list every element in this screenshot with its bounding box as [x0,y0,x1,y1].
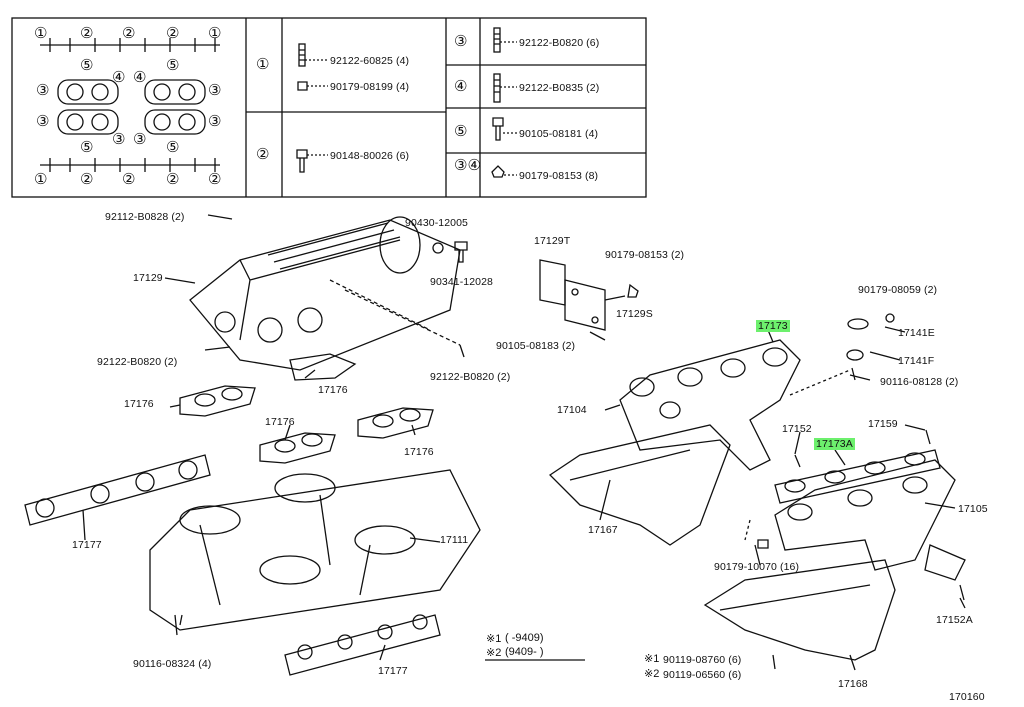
part-label-90105-08183[interactable]: 90105-08183 (2) [496,340,576,352]
legend-callout-2: ② [166,171,180,188]
part-label-17111[interactable]: 17111 [440,534,469,546]
footnote-mark-2: ※2 [486,647,502,659]
legend-callout-1: ① [208,25,222,42]
legend-key-1: ① [256,56,270,73]
part-label-17177[interactable]: 17177 [378,665,408,677]
legend-callout-5: ⑤ [80,139,94,156]
legend-callout-3: ③ [208,113,222,130]
legend-part: 92122-B0820 (6) [519,37,600,49]
legend-part: 90148-80026 (6) [330,150,410,162]
legend-callout-3: ③ [112,131,126,148]
legend-callout-1: ① [34,171,48,188]
legend-part: 92122-B0835 (2) [519,82,600,94]
part-label-17129S[interactable]: 17129S [616,308,653,320]
part-label-17168[interactable]: 17168 [838,678,868,690]
part-label-17104[interactable]: 17104 [557,404,587,416]
part-label-17105[interactable]: 17105 [958,503,988,515]
part-label-90179-08153[interactable]: 90179-08153 (2) [605,249,685,261]
footnote-range-1: ( -9409) [505,632,544,644]
part-label-90116-08128[interactable]: 90116-08128 (2) [880,376,959,388]
legend-callout-4: ④ [133,69,147,86]
part-label-92122-B0820[interactable]: 92122-B0820 (2) [97,356,178,368]
part-label-90179-10070[interactable]: 90179-10070 (16) [714,561,800,573]
legend-callout-3: ③ [208,82,222,99]
part-label-17152A[interactable]: 17152A [936,614,973,626]
legend-callout-2: ② [80,25,94,42]
legend-key-2: ② [256,146,270,163]
legend-callout-2: ② [166,25,180,42]
legend-callout-2: ② [122,171,136,188]
part-label-17176[interactable]: 17176 [318,384,348,396]
legend-key-5: ⑤ [454,123,468,140]
legend-part: 90179-08153 (8) [519,170,599,182]
part-label-90116-08324[interactable]: 90116-08324 (4) [133,658,212,670]
part-label-92122-B0820[interactable]: 92122-B0820 (2) [430,371,511,383]
legend-key-3: ③ [454,33,468,50]
footnote-ref-1: ※1 [644,653,660,665]
legend-part: 90179-08199 (4) [330,81,410,93]
part-label-17176[interactable]: 17176 [265,416,295,428]
legend-callout-2: ② [122,25,136,42]
legend-key-3-4: ③④ [454,157,481,174]
part-label-90119-08760[interactable]: 90119-08760 (6) [663,654,742,666]
footnote-ref-2: ※2 [644,668,660,680]
part-label-90119-06560[interactable]: 90119-06560 (6) [663,669,742,681]
part-label-17152[interactable]: 17152 [782,423,812,435]
part-label-90341-12028[interactable]: 90341-12028 [430,276,493,288]
part-label-17129[interactable]: 17129 [133,272,163,284]
part-label-17176[interactable]: 17176 [404,446,434,458]
legend-part: 90105-08181 (4) [519,128,599,140]
part-label-17141E[interactable]: 17141E [898,327,935,339]
part-label-17167[interactable]: 17167 [588,524,618,536]
part-label-90179-08059[interactable]: 90179-08059 (2) [858,284,938,296]
legend-callout-5: ⑤ [166,139,180,156]
part-label-17173A-highlighted[interactable]: 17173A [814,438,855,450]
part-label-17159[interactable]: 17159 [868,418,898,430]
legend-callout-3: ③ [36,82,50,99]
legend-callout-4: ④ [112,69,126,86]
part-label-17129T[interactable]: 17129T [534,235,571,247]
diagram-number: 170160 [949,691,985,703]
part-label-17176[interactable]: 17176 [124,398,154,410]
legend-callout-5: ⑤ [80,57,94,74]
legend-callout-1: ① [34,25,48,42]
legend-callout-5: ⑤ [166,57,180,74]
legend-callout-3: ③ [36,113,50,130]
part-label-17141F[interactable]: 17141F [898,355,935,367]
legend-callout-2: ② [80,171,94,188]
part-label-17177[interactable]: 17177 [72,539,102,551]
footnote-range-2: (9409- ) [505,646,544,658]
part-label-17173-highlighted[interactable]: 17173 [756,320,790,332]
footnote-mark-1: ※1 [486,633,502,645]
part-label-90430-12005[interactable]: 90430-12005 [405,217,468,229]
legend-callout-2: ② [208,171,222,188]
legend-key-4: ④ [454,78,468,95]
part-label-92112-B0828[interactable]: 92112-B0828 (2) [105,211,185,223]
legend-part: 92122-60825 (4) [330,55,410,67]
legend-callout-3: ③ [133,131,147,148]
